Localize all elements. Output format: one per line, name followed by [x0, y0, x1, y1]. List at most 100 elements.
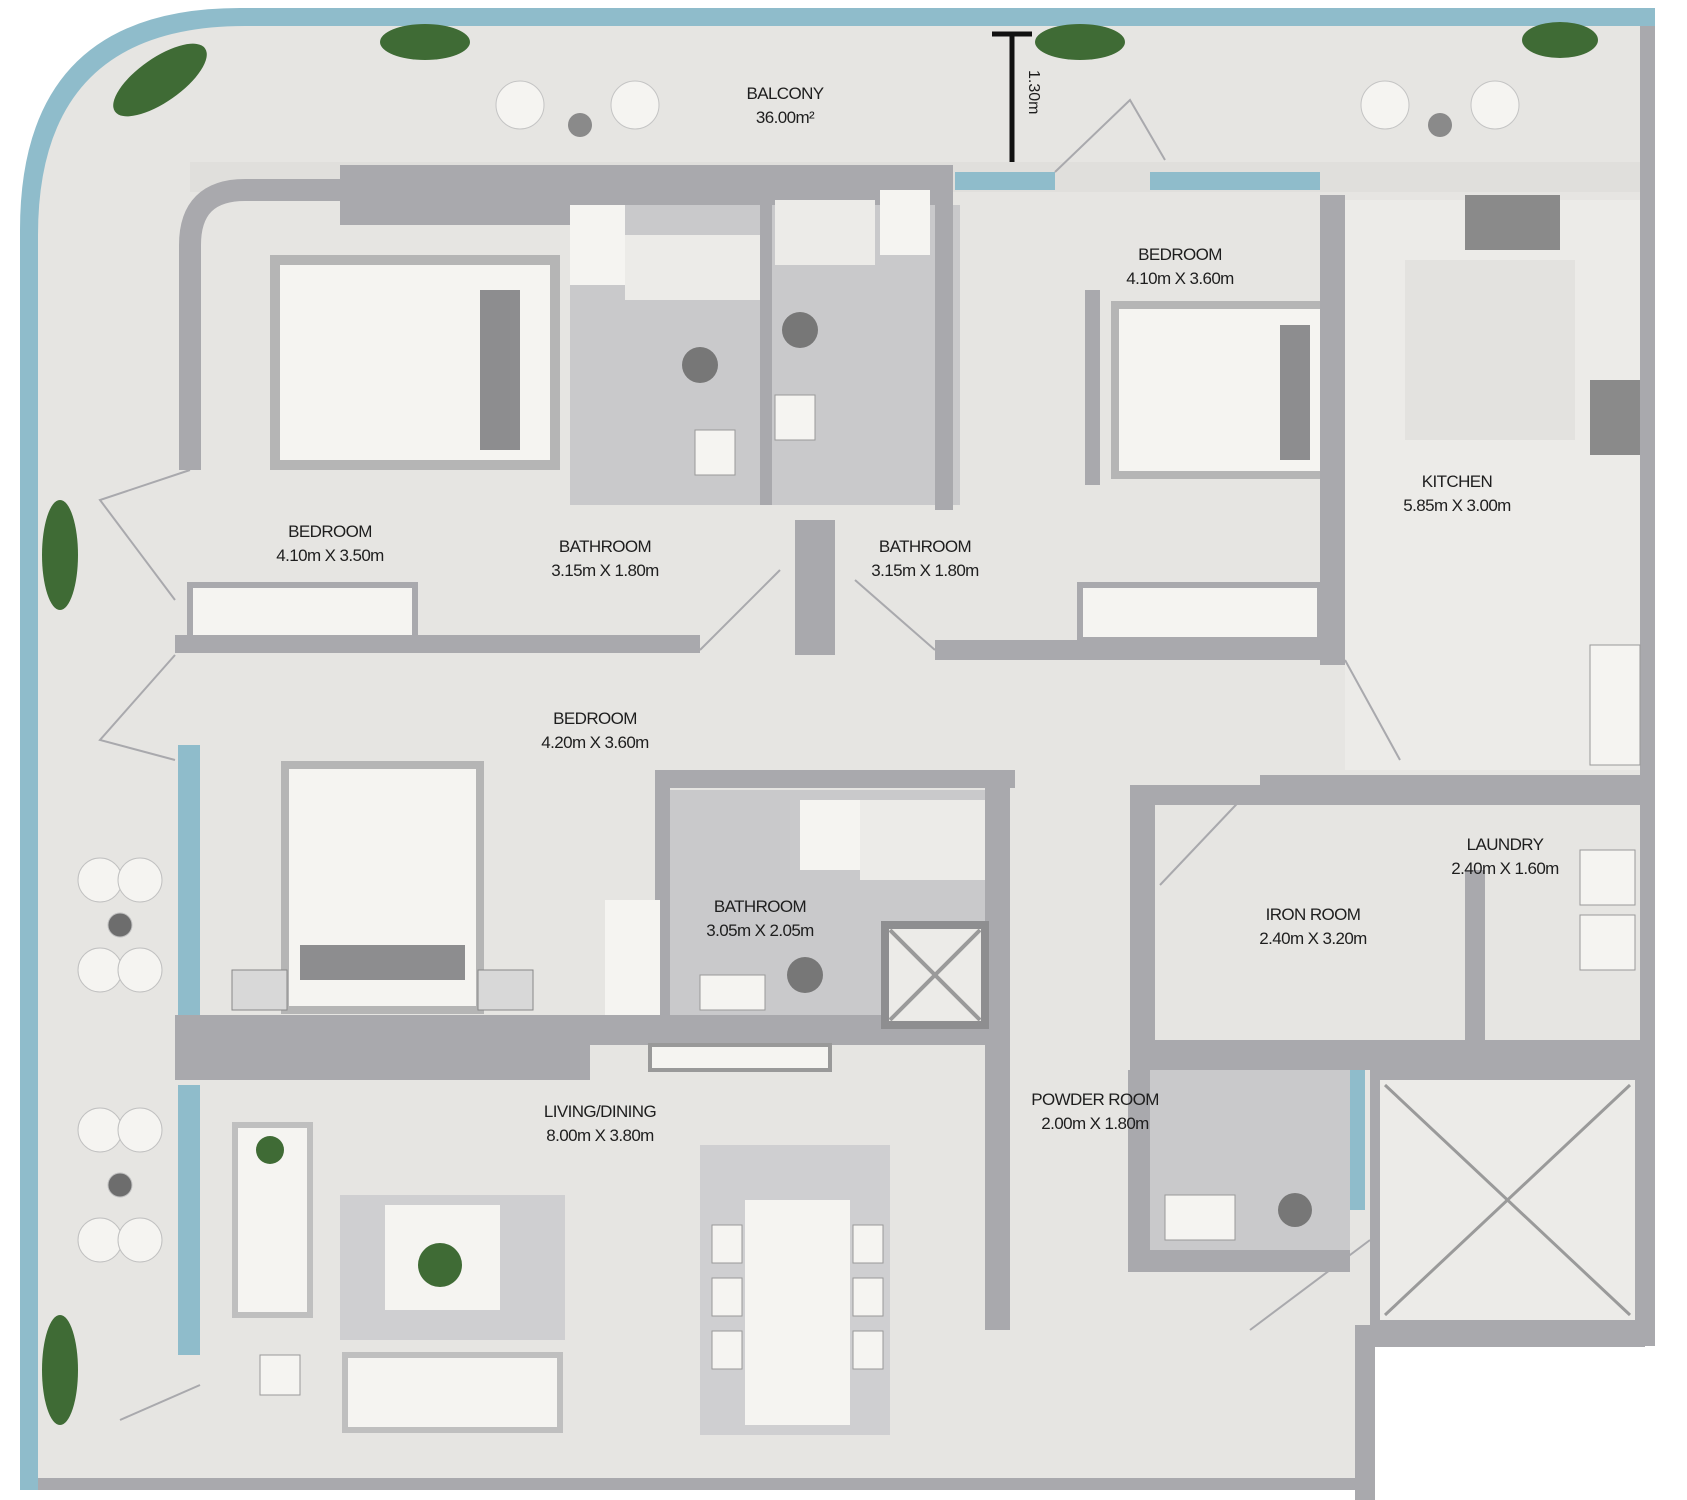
- bed-1-pillows: [480, 290, 520, 450]
- bathtub-3: [860, 800, 985, 880]
- washer: [1579, 849, 1636, 906]
- bed-3-pillows: [300, 945, 465, 980]
- room-label-laundry: LAUNDRY 2.40m X 1.60m: [1451, 833, 1559, 881]
- balcony-name: BALCONY: [746, 84, 824, 103]
- exterior-wall-notch: [1355, 1325, 1375, 1500]
- glass-left-lower: [178, 1085, 200, 1355]
- shaft-1-x2: [888, 928, 982, 1022]
- side-table: [259, 1354, 301, 1396]
- corridor-pillar: [795, 520, 835, 655]
- bedroom-2-right-wall: [1320, 195, 1345, 665]
- room-dims: 4.10m X 3.50m: [276, 546, 384, 565]
- iron-laundry-divider: [1465, 870, 1485, 1045]
- iron-room-left-wall: [1130, 785, 1155, 1050]
- nightstand-left: [231, 969, 288, 1011]
- room-label-bedroom-3: BEDROOM 4.20m X 3.60m: [541, 707, 649, 755]
- shower-3: [800, 800, 860, 870]
- vanity-1: [694, 429, 736, 476]
- room-name: POWDER ROOM: [1031, 1090, 1159, 1109]
- balcony-label: BALCONY 36.00m²: [746, 82, 824, 130]
- room-name: IRON ROOM: [1265, 905, 1361, 924]
- bathtub-1: [625, 235, 760, 300]
- kitchen-sink: [1465, 195, 1560, 250]
- dryer: [1579, 914, 1636, 971]
- room-name: KITCHEN: [1421, 472, 1493, 491]
- room-label-iron-room: IRON ROOM 2.40m X 3.20m: [1259, 903, 1367, 951]
- room-dims: 3.15m X 1.80m: [871, 561, 979, 580]
- cooktop: [1590, 380, 1640, 455]
- facade-lounge-chairs: [77, 857, 163, 1263]
- room-dims: 3.15m X 1.80m: [551, 561, 659, 580]
- room-dims: 2.00m X 1.80m: [1041, 1114, 1149, 1133]
- room-name: BEDROOM: [288, 522, 372, 541]
- exterior-wall-bottom-right: [1355, 1325, 1645, 1347]
- powder-room-left-wall: [1128, 1070, 1150, 1265]
- balcony-table-set-left: [495, 80, 660, 137]
- room-label-living-dining: LIVING/DINING 8.00m X 3.80m: [543, 1100, 657, 1148]
- powder-room-glass: [1350, 1070, 1365, 1210]
- bed-2-pillows: [1280, 325, 1310, 460]
- vanity-3: [699, 974, 766, 1011]
- iron-laundry-top-wall: [1130, 785, 1650, 805]
- bedroom-3-desk: [605, 900, 660, 1015]
- bathroom-divider-wall: [760, 165, 772, 505]
- balcony-area: 36.00m²: [755, 108, 815, 127]
- sofa-bottom: [342, 1352, 563, 1433]
- toilet-1: [682, 347, 718, 383]
- room-name: BATHROOM: [558, 537, 652, 556]
- vanity-2: [774, 394, 816, 441]
- room-dims: 2.40m X 1.60m: [1451, 859, 1559, 878]
- bedroom-2-left-wall: [1085, 290, 1100, 485]
- room-label-bedroom-2: BEDROOM 4.10m X 3.60m: [1126, 243, 1234, 291]
- bedroom-1-bottom-wall: [175, 635, 700, 653]
- room-name: BATHROOM: [878, 537, 972, 556]
- room-label-kitchen: KITCHEN 5.85m X 3.00m: [1403, 470, 1511, 518]
- bathroom-3-top-wall: [655, 770, 1015, 788]
- shaft-2-x2: [1383, 1083, 1632, 1317]
- room-dims: 5.85m X 3.00m: [1403, 496, 1511, 515]
- room-label-bathroom-2: BATHROOM 3.15m X 1.80m: [871, 535, 979, 583]
- kitchen-island: [1405, 260, 1575, 440]
- toilet-2: [782, 312, 818, 348]
- plant-coffee-table: [418, 1243, 462, 1287]
- powder-vanity: [1164, 1194, 1236, 1241]
- room-dims: 2.40m X 3.20m: [1259, 929, 1367, 948]
- glass-balcony-door-2: [1150, 172, 1320, 190]
- room-label-bathroom-1: BATHROOM 3.15m X 1.80m: [551, 535, 659, 583]
- wardrobe-1: [187, 582, 418, 643]
- planter-icons: [42, 22, 1598, 1425]
- fridge: [1589, 644, 1641, 766]
- room-name: BATHROOM: [713, 897, 807, 916]
- room-dims: 4.10m X 3.60m: [1126, 269, 1234, 288]
- nightstand-right: [477, 969, 534, 1011]
- room-name: BEDROOM: [553, 709, 637, 728]
- room-dims: 3.05m X 2.05m: [706, 921, 814, 940]
- glass-left-upper: [178, 745, 200, 1025]
- bedroom-3-bottom-wall: [175, 1015, 590, 1080]
- room-name: LAUNDRY: [1466, 835, 1544, 854]
- shower-1: [570, 205, 625, 285]
- powder-toilet: [1278, 1193, 1312, 1227]
- shower-2: [880, 190, 930, 255]
- bedroom-1-curved-wall: [179, 179, 340, 470]
- iron-laundry-bottom-wall: [1130, 1040, 1650, 1070]
- room-label-bedroom-1: BEDROOM 4.10m X 3.50m: [276, 520, 384, 568]
- balcony-table-set-right: [1360, 80, 1520, 137]
- room-label-powder-room: POWDER ROOM 2.00m X 1.80m: [1031, 1088, 1159, 1136]
- room-dims: 8.00m X 3.80m: [546, 1126, 654, 1145]
- dining-table: [745, 1200, 850, 1425]
- exterior-void: [1372, 1345, 1687, 1500]
- sofa-left: [232, 1122, 313, 1318]
- exterior-wall-right: [1640, 26, 1655, 1346]
- bedroom-2-bottom-wall: [935, 640, 1335, 660]
- wardrobe-2: [1077, 582, 1323, 643]
- bathroom-3-right-wall: [985, 770, 1010, 1330]
- exterior-wall-bottom: [38, 1478, 1375, 1490]
- glass-balcony-door-1: [955, 172, 1055, 190]
- room-name: LIVING/DINING: [543, 1102, 657, 1121]
- plant-living: [256, 1136, 284, 1164]
- room-dims: 4.20m X 3.60m: [541, 733, 649, 752]
- tv-console: [648, 1043, 832, 1072]
- balcony-depth-label: 1.30m: [1025, 70, 1042, 115]
